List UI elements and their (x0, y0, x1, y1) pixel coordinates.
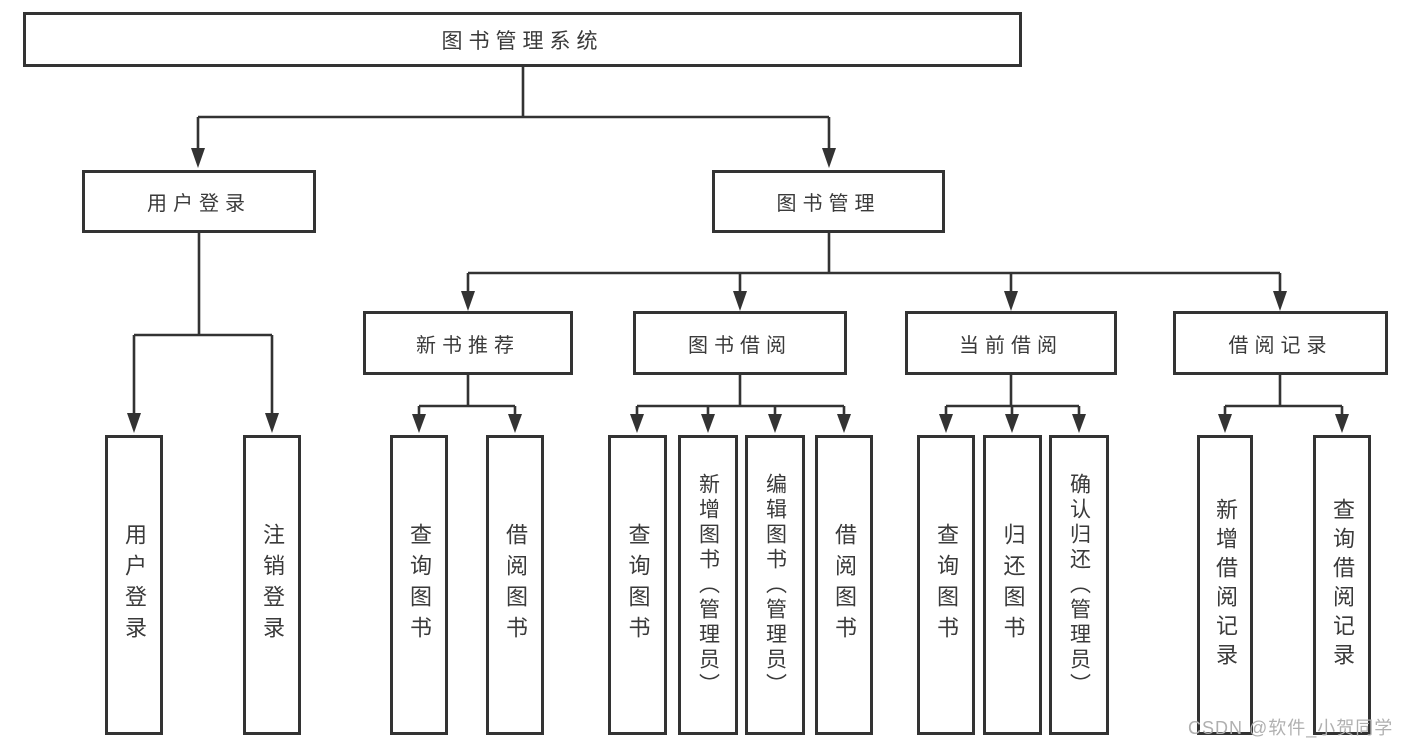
leaf-query-book-borrowing-label: 查询图书 (625, 523, 651, 647)
leaf-query-book-recommend-label: 查询图书 (407, 523, 432, 647)
leaf-edit-book-admin-label: 编辑图书（管理员） (763, 472, 787, 698)
leaf-borrow-book-label: 借阅图书 (832, 523, 857, 647)
leaf-logout: 注销登录 (243, 435, 301, 735)
leaf-user-login: 用户登录 (105, 435, 163, 735)
leaf-add-borrow-record: 新增借阅记录 (1197, 435, 1253, 735)
connector-bookmgmt-to-modules (461, 233, 1287, 311)
node-borrowing-records: 借阅记录 (1173, 311, 1388, 375)
watermark-text: CSDN @软件_小贺同学 (1188, 718, 1394, 738)
connector-current-to-leaves (939, 375, 1086, 433)
connector-borrowing-to-leaves (630, 375, 851, 433)
node-user-login: 用户登录 (82, 170, 316, 233)
leaf-borrow-book: 借阅图书 (815, 435, 873, 735)
leaf-add-book-admin: 新增图书（管理员） (678, 435, 738, 735)
leaf-add-book-admin-label: 新增图书（管理员） (696, 472, 720, 698)
leaf-query-borrow-record: 查询借阅记录 (1313, 435, 1371, 735)
leaf-borrow-book-recommend-label: 借阅图书 (503, 523, 528, 647)
leaf-query-book-recommend: 查询图书 (390, 435, 448, 735)
leaf-borrow-book-recommend: 借阅图书 (486, 435, 544, 735)
node-current-borrowing: 当前借阅 (905, 311, 1117, 375)
node-new-book-recommend: 新书推荐 (363, 311, 573, 375)
leaf-return-book-label: 归还图书 (1000, 523, 1026, 647)
connector-newbook-to-leaves (412, 375, 522, 433)
connector-records-to-leaves (1218, 375, 1349, 433)
leaf-user-login-label: 用户登录 (122, 523, 147, 647)
leaf-add-borrow-record-label: 新增借阅记录 (1213, 498, 1238, 672)
connector-root-to-level2 (191, 67, 836, 168)
leaf-logout-label: 注销登录 (260, 523, 285, 647)
leaf-confirm-return-admin-label: 确认归还（管理员） (1067, 472, 1091, 698)
node-book-borrowing: 图书借阅 (633, 311, 847, 375)
leaf-confirm-return-admin: 确认归还（管理员） (1049, 435, 1109, 735)
leaf-edit-book-admin: 编辑图书（管理员） (745, 435, 805, 735)
leaf-query-book-borrowing: 查询图书 (608, 435, 667, 735)
node-library-management-system: 图书管理系统 (23, 12, 1022, 67)
leaf-query-book-current-label: 查询图书 (934, 523, 959, 647)
leaf-query-book-current: 查询图书 (917, 435, 975, 735)
leaf-return-book: 归还图书 (983, 435, 1042, 735)
node-book-management: 图书管理 (712, 170, 945, 233)
leaf-query-borrow-record-label: 查询借阅记录 (1330, 498, 1355, 672)
connector-userlogin-to-leaves (127, 233, 279, 433)
